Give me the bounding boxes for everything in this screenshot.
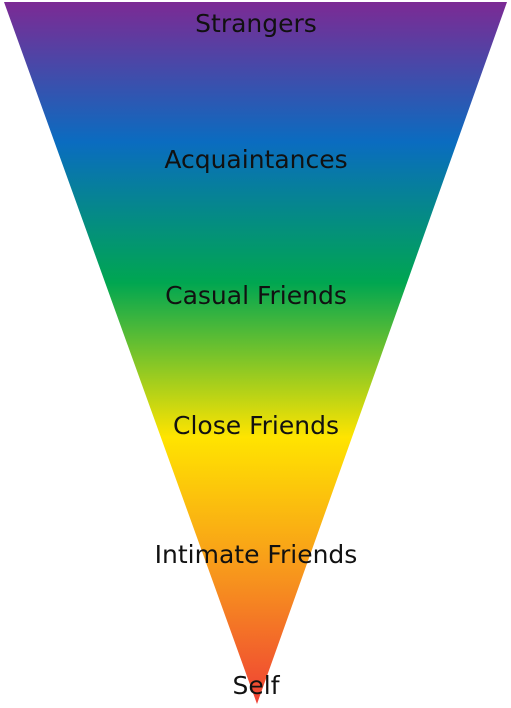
level-acquaintances-label: Acquaintances (164, 145, 347, 174)
inverted-triangle-funnel (4, 2, 507, 704)
level-strangers-label: Strangers (195, 9, 317, 38)
level-close-friends-label: Close Friends (173, 411, 339, 440)
level-intimate-friends-label: Intimate Friends (155, 540, 358, 569)
level-casual-friends-label: Casual Friends (165, 281, 347, 310)
level-self-label: Self (233, 671, 281, 700)
